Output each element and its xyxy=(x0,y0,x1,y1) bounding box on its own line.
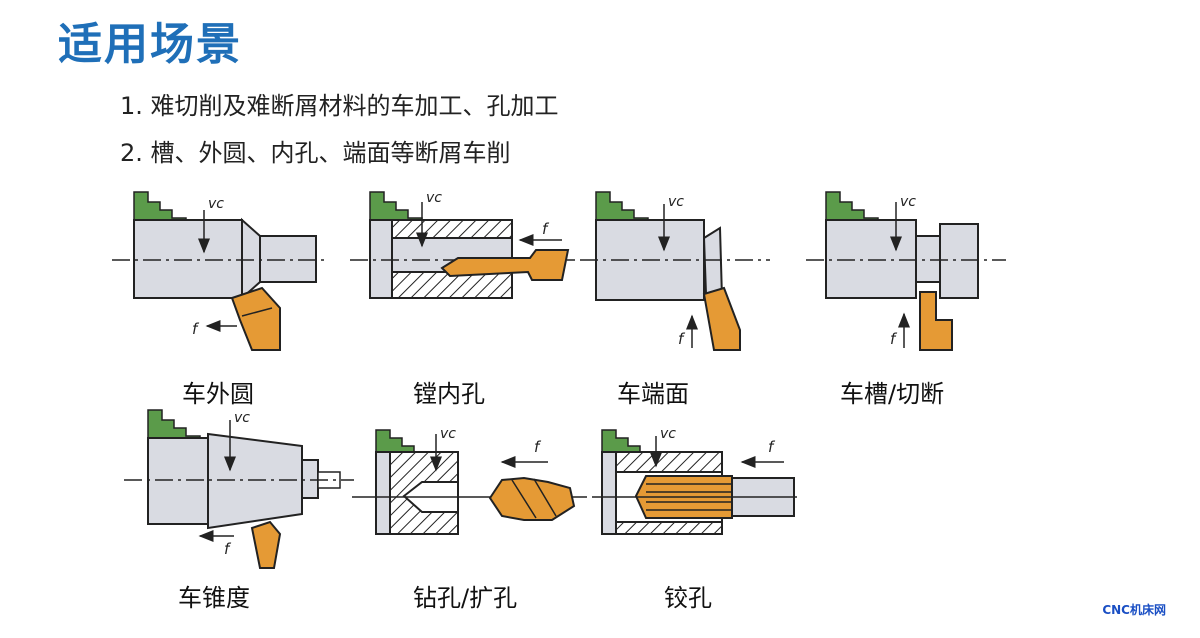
caption-taper: 车锥度 xyxy=(178,584,250,612)
caption-boring: 镗内孔 xyxy=(413,380,485,408)
grooving-diagram: vc f xyxy=(806,191,1006,351)
vc-symbol: vc xyxy=(440,426,456,442)
f-symbol: f xyxy=(678,330,686,348)
boring-diagram: vc f xyxy=(350,190,575,299)
vc-symbol: vc xyxy=(660,426,676,442)
caption-facing: 车端面 xyxy=(617,380,689,408)
caption-reaming: 铰孔 xyxy=(664,584,712,612)
drilling-diagram: vc f xyxy=(352,426,587,535)
bullet-2: 2. 槽、外圆、内孔、端面等断屑车削 xyxy=(120,139,511,167)
turning-od-diagram: vc f xyxy=(112,191,327,351)
f-symbol: f xyxy=(534,438,542,456)
f-symbol: f xyxy=(890,330,898,348)
vc-symbol: vc xyxy=(234,410,250,426)
caption-drilling: 钻孔/扩孔 xyxy=(413,584,518,612)
vc-symbol: vc xyxy=(668,194,684,210)
taper-diagram: vc f xyxy=(124,409,354,569)
vc-symbol: vc xyxy=(208,196,224,212)
page-title: 适用场景 xyxy=(58,19,242,70)
f-symbol: f xyxy=(192,320,200,338)
reaming-diagram: vc f xyxy=(592,426,797,535)
bullet-1: 1. 难切削及难断屑材料的车加工、孔加工 xyxy=(120,92,559,120)
facing-diagram: vc f xyxy=(580,191,770,351)
watermark: CNC机床网 xyxy=(1102,603,1166,617)
caption-turning-od: 车外圆 xyxy=(182,380,254,408)
f-symbol: f xyxy=(768,438,776,456)
f-symbol: f xyxy=(542,220,550,238)
caption-grooving: 车槽/切断 xyxy=(840,380,945,408)
vc-symbol: vc xyxy=(900,194,916,210)
vc-symbol: vc xyxy=(426,190,442,206)
f-symbol: f xyxy=(224,540,232,558)
